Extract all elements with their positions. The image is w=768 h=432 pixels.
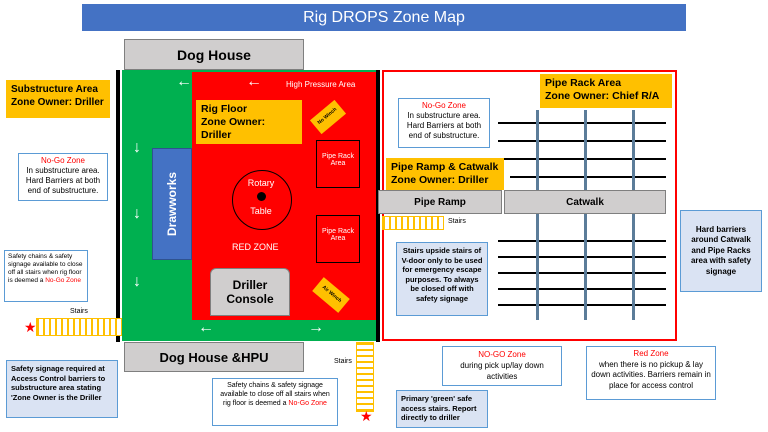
- pipe-ramp: Pipe Ramp: [378, 190, 502, 214]
- stairs-vdoor: [382, 216, 444, 230]
- rack-post: [536, 110, 539, 320]
- red-zone-label: RED ZONE: [232, 242, 279, 252]
- safety-chains-bottom-note: Safety chains & safety signage available…: [212, 378, 338, 426]
- safety-signage-note: Safety signage required at Access Contro…: [6, 360, 118, 418]
- catwalk: Catwalk: [504, 190, 666, 214]
- arrow-left-icon: ←: [246, 73, 262, 90]
- star-icon: ★: [24, 319, 37, 335]
- page-title: Rig DROPS Zone Map: [82, 4, 686, 31]
- rotary-table-label: Rotary: [247, 178, 275, 188]
- primary-stairs-note: Primary 'green' safe access stairs. Repo…: [396, 390, 488, 428]
- nogo-bottom-note: NO-GO Zone during pick up/lay down activ…: [442, 346, 562, 386]
- rack-post: [632, 110, 635, 320]
- nogo-right-note: No-Go Zone In substructure area. Hard Ba…: [398, 98, 490, 148]
- arrow-down-icon: ↓: [133, 205, 141, 222]
- pipe-rack-line: [498, 304, 666, 306]
- arrow-left-icon: ←: [176, 73, 192, 90]
- rotary-hole-icon: [257, 192, 266, 201]
- stairs-label-vdoor: Stairs: [448, 218, 466, 225]
- drawworks: Drawworks: [152, 148, 192, 260]
- stairs-bottom: [356, 342, 374, 412]
- red-zone-bottom-note: Red Zone when there is no pickup & lay d…: [586, 346, 716, 400]
- pipe-rack-line: [498, 288, 666, 290]
- stairs-label-bottom: Stairs: [334, 358, 352, 365]
- pipe-rack-line: [498, 256, 666, 258]
- safety-chains-left-note: Safety chains & safety signage available…: [4, 250, 88, 302]
- rotary-table: [232, 170, 292, 230]
- left-barrier-line: [116, 70, 120, 342]
- rotary-table-label2: Table: [250, 206, 272, 216]
- rack-post: [584, 110, 587, 320]
- pipe-rack-line: [510, 176, 666, 178]
- arrow-left-icon: ←: [198, 319, 214, 336]
- stairs-left: [36, 318, 122, 336]
- hard-barriers-note: Hard barriers around Catwalk and Pipe Ra…: [680, 210, 762, 292]
- stairs-label-left: Stairs: [70, 308, 88, 315]
- dog-house-top: Dog House: [124, 39, 304, 70]
- pipe-rack-line: [498, 240, 666, 242]
- star-icon: ★: [360, 408, 373, 424]
- pipe-rack-line: [498, 272, 666, 274]
- arrow-right-icon: →: [308, 319, 324, 336]
- nogo-left-note: No-Go Zone In substructure area. Hard Ba…: [18, 153, 108, 201]
- dog-house-hpu: Dog House &HPU: [124, 342, 304, 372]
- arrow-down-icon: ↓: [133, 273, 141, 290]
- pipe-rack-line: [498, 122, 666, 124]
- high-pressure-area-label: High Pressure Area: [286, 80, 356, 89]
- stairs-upside-note: Stairs upside stairs of V-door only to b…: [396, 242, 488, 316]
- pipe-rack-line: [498, 158, 666, 160]
- pipe-rack-line: [498, 140, 666, 142]
- arrow-down-icon: ↓: [133, 139, 141, 156]
